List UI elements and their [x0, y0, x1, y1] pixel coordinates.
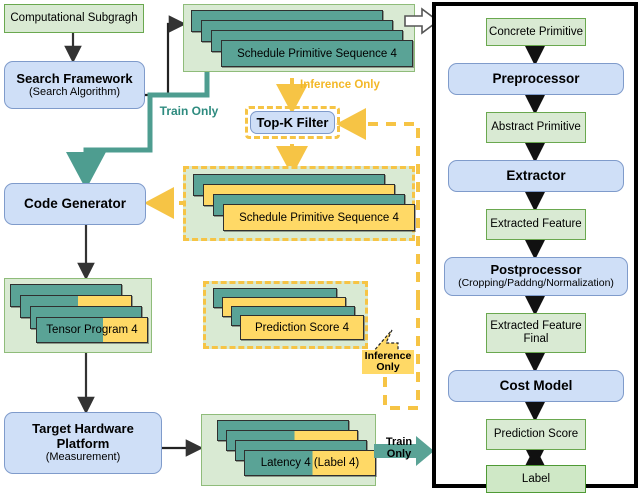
stack-schedule-sequence-filtered: Schedule Primitive Sequence 4	[183, 166, 415, 241]
schedule-sequence-top-label: Schedule Primitive Sequence 4	[237, 47, 397, 60]
panel-node-extracted-feature: Extracted Feature	[486, 209, 586, 240]
node-code-generator[interactable]: Code Generator	[4, 183, 146, 225]
code-generator-label: Code Generator	[23, 196, 127, 212]
stack-card-front[interactable]: Prediction Score 4	[240, 315, 364, 340]
panel-node-abstract-primitive: Abstract Primitive	[486, 112, 586, 143]
prediction-score-label: Prediction Score 4	[255, 321, 349, 334]
panel-connector-layer	[524, 45, 546, 468]
train-only-arrow-bottom	[374, 436, 434, 466]
node-target-hardware[interactable]: Target Hardware Platform (Measurement)	[4, 412, 162, 474]
panel-node-concrete-primitive: Concrete Primitive	[486, 18, 586, 46]
block-arrow-to-panel	[404, 7, 440, 35]
topk-filter-wrapper	[245, 106, 340, 139]
panel-node-label2: Final	[523, 333, 549, 345]
search-framework-title: Search Framework	[16, 70, 133, 86]
target-hardware-title: Target Hardware	[32, 421, 134, 437]
panel-node-extractor[interactable]: Extractor	[448, 160, 624, 192]
panel-node-label: Extracted Feature	[490, 218, 582, 231]
panel-node-label: Label	[521, 472, 551, 485]
panel-node-label: Extracted Feature	[490, 320, 582, 333]
stack-prediction-score: Prediction Score 4	[203, 281, 368, 349]
node-topk-filter[interactable]: Top-K Filter	[250, 111, 335, 134]
label-inference-only-top: Inference Only	[300, 79, 380, 91]
node-computational-subgraph: Computational Subgragh	[4, 4, 144, 33]
panel-node-label: Postprocessor	[490, 262, 582, 278]
node-search-framework[interactable]: Search Framework (Search Algorithm)	[4, 61, 145, 109]
label-inference-only-right: Inference Only	[362, 350, 414, 375]
panel-node-label-box: Label	[486, 465, 586, 493]
stack-tensor-program: Tensor Program 4	[4, 278, 152, 353]
latency-label: Latency 4 (Label 4)	[260, 457, 360, 469]
panel-node-label: Concrete Primitive	[489, 25, 583, 38]
stack-card-front[interactable]: Schedule Primitive Sequence 4	[223, 204, 415, 231]
label-train-only-left: Train Only	[159, 104, 219, 118]
panel-node-cost-model[interactable]: Cost Model	[448, 370, 624, 402]
panel-node-label: Extractor	[506, 168, 566, 184]
panel-node-preprocessor[interactable]: Preprocessor	[448, 63, 624, 95]
stack-latency: Latency 4 (Label 4)	[201, 414, 376, 486]
target-hardware-title2: Platform	[56, 435, 110, 451]
schedule-sequence-filtered-label: Schedule Primitive Sequence 4	[239, 211, 399, 224]
panel-node-postprocessor[interactable]: Postprocessor (Cropping/Paddng/Normaliza…	[444, 257, 628, 296]
label-train-only-bottom: Train Only	[385, 436, 413, 460]
panel-node-sublabel: (Cropping/Paddng/Normalization)	[458, 276, 614, 289]
stack-card-front[interactable]: Tensor Program 4	[36, 317, 148, 343]
topk-filter-label: Top-K Filter	[256, 115, 329, 130]
tensor-program-label: Tensor Program 4	[46, 324, 138, 336]
stack-card-front[interactable]: Latency 4 (Label 4)	[244, 450, 376, 476]
feature-pipeline-panel: Concrete Primitive Preprocessor Abstract…	[432, 2, 638, 493]
stack-card-front[interactable]: Schedule Primitive Sequence 4	[221, 40, 413, 67]
panel-node-label: Prediction Score	[493, 428, 579, 441]
panel-node-label: Abstract Primitive	[491, 121, 581, 134]
panel-node-label: Cost Model	[499, 378, 573, 394]
panel-node-prediction-score: Prediction Score	[486, 419, 586, 450]
panel-node-label: Preprocessor	[492, 71, 580, 87]
node-label: Computational Subgragh	[10, 12, 138, 25]
panel-node-extracted-feature-final: Extracted Feature Final	[486, 313, 586, 353]
search-framework-subtitle: (Search Algorithm)	[28, 86, 121, 99]
target-hardware-subtitle: (Measurement)	[45, 451, 121, 464]
stack-schedule-sequence-top: Schedule Primitive Sequence 4	[183, 4, 415, 72]
